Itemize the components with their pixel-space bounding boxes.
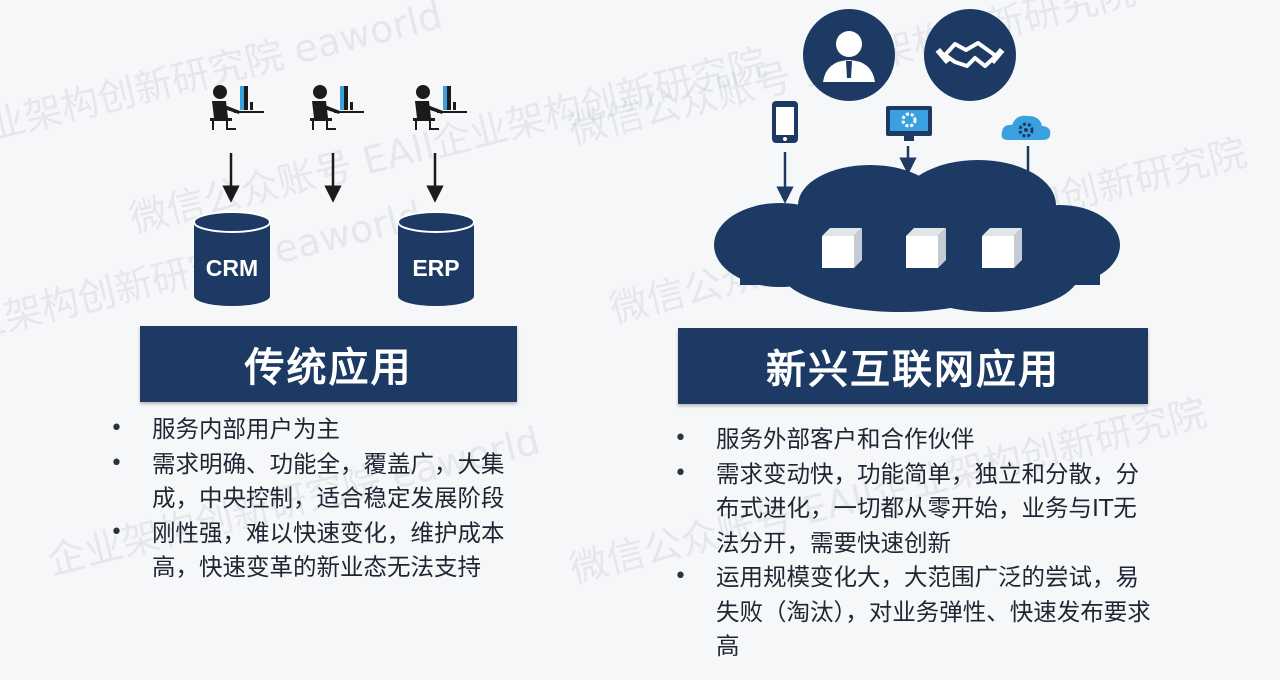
cube-icon [822,228,862,268]
smartphone-icon [772,101,798,143]
traditional-apps-title: 传统应用 [140,326,517,402]
handshake-icon [924,9,1016,101]
internet-apps-list: 服务外部客户和合作伙伴 需求变动快，功能简单，独立和分散，分布式进化，一切都从零… [674,422,1154,664]
list-item: 服务外部客户和合作伙伴 [674,422,1154,457]
database-erp: ERP [397,211,475,306]
database-label: ERP [412,255,459,281]
cube-icon [906,228,946,268]
list-item: 需求变动快，功能简单，独立和分散，分布式进化，一切都从零开始，业务与IT无法分开… [674,457,1154,561]
user-at-computer-icon [413,85,467,130]
list-item: 运用规模变化大，大范围广泛的尝试，易失败（淘汰），对业务弹性、快速发布要求高 [674,560,1154,664]
internet-apps-title: 新兴互联网应用 [678,328,1148,404]
cube-icon [982,228,1022,268]
user-at-computer-icon [310,85,364,130]
list-item: 刚性强，难以快速变化，维护成本高，快速变革的新业态无法支持 [110,516,520,585]
list-item: 服务内部用户为主 [110,412,520,447]
right-diagram [714,9,1120,312]
left-diagram: CRM ERP [193,85,475,306]
monitor-gear-icon [886,106,932,141]
cloud-gear-icon [1001,115,1051,140]
businessman-icon [803,9,895,101]
list-item: 需求明确、功能全，覆盖广，大集成，中央控制，适合稳定发展阶段 [110,447,520,516]
traditional-apps-list: 服务内部用户为主 需求明确、功能全，覆盖广，大集成，中央控制，适合稳定发展阶段 … [110,412,520,585]
user-at-computer-icon [210,85,264,130]
database-label: CRM [206,255,258,281]
database-crm: CRM [193,211,271,306]
